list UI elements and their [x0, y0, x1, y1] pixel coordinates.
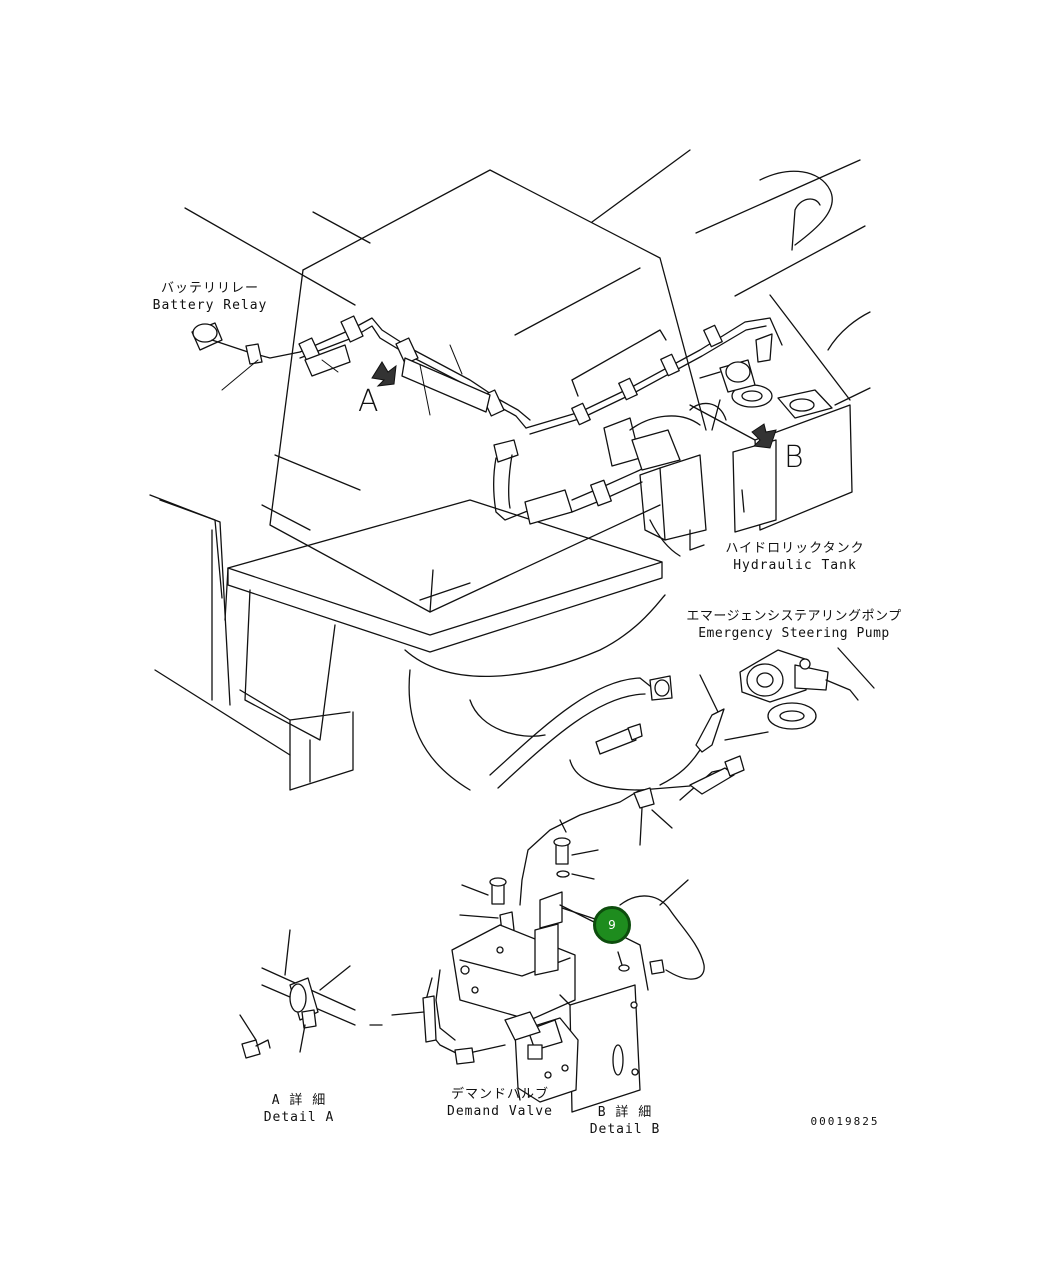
emergency-pump-label-en: Emergency Steering Pump — [698, 626, 890, 641]
harness-a — [191, 315, 783, 435]
emergency-pump-label: エマージェンシステアリングポンプ Emergency Steering Pump — [683, 608, 905, 642]
detail-b-label-en: Detail B — [589, 1122, 661, 1137]
hydraulic-tank-label-en: Hydraulic Tank — [733, 558, 857, 573]
drawing-number: 00019825 — [810, 1115, 880, 1128]
detail-a-label-jp: A 詳 細 — [271, 1093, 327, 1108]
detail-a-assembly — [239, 929, 356, 1059]
emergency-pump-label-jp: エマージェンシステアリングポンプ — [686, 609, 902, 624]
battery-relay-label-jp: バッテリリレー — [160, 281, 259, 296]
detail-b-label: B 詳 細 Detail B — [580, 1104, 670, 1138]
view-b-letter: B — [784, 440, 804, 475]
cab-structure — [149, 149, 871, 791]
detail-a-label-en: Detail A — [263, 1110, 335, 1125]
battery-relay-label: バッテリリレー Battery Relay — [150, 280, 270, 314]
detail-a-label: A 詳 細 Detail A — [254, 1092, 344, 1126]
detail-b-assembly — [369, 837, 705, 1113]
demand-valve-label: デマンドバルブ Demand Valve — [440, 1086, 560, 1120]
hydraulic-tank-label: ハイドロリックタンク Hydraulic Tank — [720, 540, 870, 574]
part-hotspot-9[interactable]: 9 — [593, 906, 631, 944]
battery-relay-label-en: Battery Relay — [152, 298, 268, 313]
detail-b-label-jp: B 詳 細 — [597, 1105, 653, 1120]
demand-valve-label-jp: デマンドバルブ — [450, 1087, 549, 1102]
demand-valve-label-en: Demand Valve — [447, 1104, 553, 1119]
view-a-letter: A — [358, 384, 379, 419]
hose-assembly — [493, 359, 833, 557]
hydraulic-tank-label-jp: ハイドロリックタンク — [725, 541, 865, 556]
emergency-pump-detail — [489, 647, 875, 906]
